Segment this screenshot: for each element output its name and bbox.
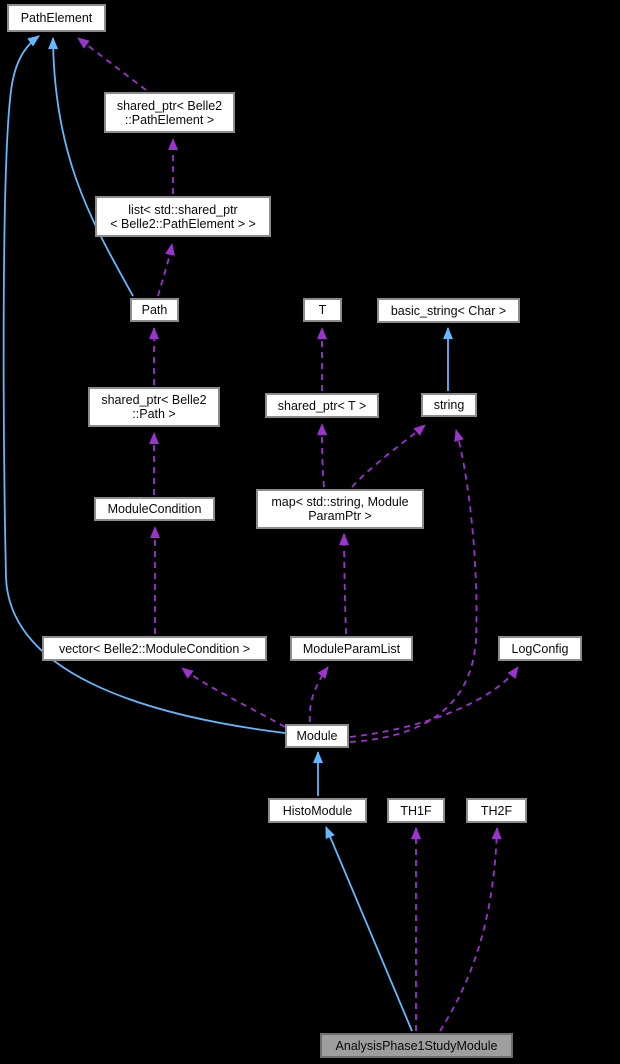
node-path[interactable]: Path [130,298,179,322]
node-label: basic_string< Char > [390,303,507,318]
edge-path-to-pathelement-inheritance [48,37,134,297]
node-t[interactable]: T [303,298,342,322]
edge-moduleparamlist-to-map-usage [339,533,350,635]
node-shared-ptr-belle2-path[interactable]: shared_ptr< Belle2 ::Path > [88,387,220,427]
node-label: vector< Belle2::ModuleCondition > [58,641,251,656]
node-label: shared_ptr< Belle2 [101,393,207,407]
node-label: < Belle2::PathElement > > [110,216,256,231]
node-label: Module [296,729,338,743]
edge-path-to-list-usage [157,243,175,297]
node-label: T [318,303,327,317]
node-logconfig[interactable]: LogConfig [498,636,582,661]
node-label: Path [141,303,168,317]
node-th1f[interactable]: TH1F [387,798,445,823]
node-label: ::PathElement > [124,112,215,127]
edge-module-to-pathelement-inheritance [2,35,286,734]
node-label: AnalysisPhase1StudyModule [335,1038,498,1053]
node-label: ::Path > [132,407,176,421]
node-string[interactable]: string [421,393,477,417]
node-label: ParamPtr > [308,509,372,523]
node-pathelement[interactable]: PathElement [7,4,106,32]
node-modulecondition[interactable]: ModuleCondition [94,497,215,521]
node-shared-ptr-belle2-pathelement[interactable]: shared_ptr< Belle2 ::PathElement > [104,92,235,133]
node-map-string-moduleparamptr[interactable]: map< std::string, Module ParamPtr > [256,489,424,529]
node-label: ModuleParamList [302,641,401,656]
node-label: TH2F [480,803,513,818]
edge-module-to-vector-usage [181,667,286,728]
node-label: string [433,398,465,412]
edge-module-to-string-usage [349,429,478,743]
node-label: LogConfig [511,641,569,656]
node-moduleparamlist[interactable]: ModuleParamList [290,636,413,661]
node-shared-ptr-t[interactable]: shared_ptr< T > [265,393,379,418]
node-label: ModuleCondition [107,502,202,516]
node-label: list< std::shared_ptr [128,202,238,217]
node-label: map< std::string, Module [271,495,409,509]
node-label: shared_ptr< Belle2 [116,98,223,113]
node-basic-string-char[interactable]: basic_string< Char > [377,298,520,323]
edge-module-to-logconfig-usage [349,666,519,738]
node-label: TH1F [400,803,432,818]
edge-sharedptrpathelement-to-pathelement-usage [77,37,147,91]
node-label: PathElement [20,11,93,25]
node-analysisphase1studymodule[interactable]: AnalysisPhase1StudyModule [320,1033,513,1058]
edge-module-to-moduleparamlist-usage [308,666,329,723]
node-label: shared_ptr< T > [277,398,367,413]
node-th2f[interactable]: TH2F [466,798,527,823]
edge-map-to-string-usage [351,424,426,488]
edge-analysis-to-th2f-usage [439,827,502,1032]
node-label: HistoModule [282,803,353,818]
edge-analysis-to-histomodule-inheritance [325,826,413,1032]
edge-map-to-sharedptrt-usage [317,423,328,488]
node-histomodule[interactable]: HistoModule [268,798,367,823]
node-vector-belle2-modulecondition[interactable]: vector< Belle2::ModuleCondition > [42,636,267,661]
node-list-shared-ptr-pathelement[interactable]: list< std::shared_ptr < Belle2::PathElem… [95,196,271,237]
node-module[interactable]: Module [285,724,349,748]
